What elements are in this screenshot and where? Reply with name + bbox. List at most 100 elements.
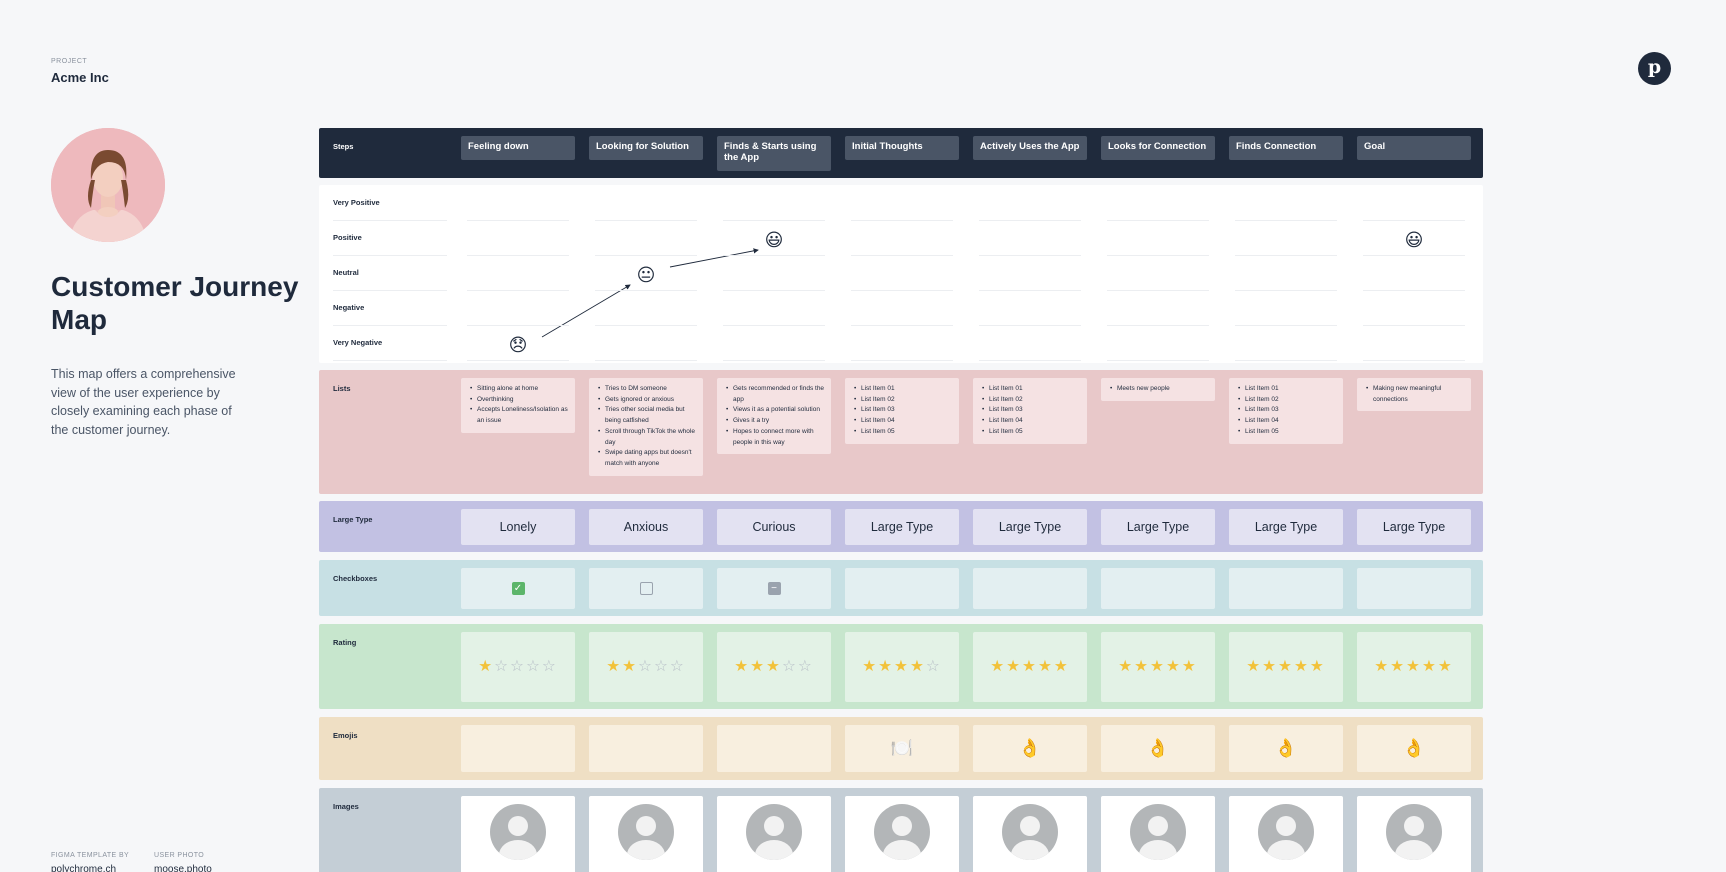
star-empty-icon[interactable]: ☆ bbox=[525, 658, 542, 675]
star-filled-icon[interactable]: ★ bbox=[990, 658, 1007, 675]
rating-card[interactable]: ★★★★★ bbox=[1357, 632, 1471, 702]
step-card[interactable]: Goal bbox=[1357, 136, 1471, 160]
large-type-card[interactable]: Curious bbox=[717, 509, 831, 545]
star-filled-icon[interactable]: ★ bbox=[1246, 658, 1263, 675]
star-empty-icon[interactable]: ☆ bbox=[541, 658, 558, 675]
rating-card[interactable]: ★★★☆☆ bbox=[717, 632, 831, 702]
large-type-card[interactable]: Anxious bbox=[589, 509, 703, 545]
star-filled-icon[interactable]: ★ bbox=[1006, 658, 1023, 675]
star-filled-icon[interactable]: ★ bbox=[1293, 658, 1310, 675]
list-item: List Item 01 bbox=[1238, 384, 1337, 395]
large-type-card[interactable]: Large Type bbox=[1229, 509, 1343, 545]
rating-card[interactable]: ★★★★★ bbox=[973, 632, 1087, 702]
emoji-card-empty[interactable] bbox=[717, 725, 831, 772]
image-card[interactable] bbox=[1229, 796, 1343, 872]
image-card[interactable] bbox=[589, 796, 703, 872]
step-card[interactable]: Looks for Connection bbox=[1101, 136, 1215, 160]
template-credit-link[interactable]: polychrome.ch bbox=[51, 864, 117, 872]
placeholder-body bbox=[1267, 840, 1305, 860]
star-filled-icon[interactable]: ★ bbox=[1037, 658, 1054, 675]
list-card[interactable]: List Item 01List Item 02List Item 03List… bbox=[1229, 378, 1343, 444]
step-card[interactable]: Finds & Starts using the App bbox=[717, 136, 831, 171]
step-card[interactable]: Looking for Solution bbox=[589, 136, 703, 160]
star-empty-icon[interactable]: ☆ bbox=[925, 658, 942, 675]
image-card[interactable] bbox=[1357, 796, 1471, 872]
star-filled-icon[interactable]: ★ bbox=[1421, 658, 1438, 675]
star-filled-icon[interactable]: ★ bbox=[894, 658, 910, 675]
star-filled-icon[interactable]: ★ bbox=[1374, 658, 1391, 675]
star-filled-icon[interactable]: ★ bbox=[862, 658, 879, 675]
emoji-card[interactable]: 🍽️ bbox=[845, 725, 959, 772]
emoji-card-empty[interactable] bbox=[589, 725, 703, 772]
image-card[interactable] bbox=[973, 796, 1087, 872]
star-filled-icon[interactable]: ★ bbox=[1165, 658, 1182, 675]
emoji-card[interactable]: 👌 bbox=[1229, 725, 1343, 772]
large-type-card[interactable]: Large Type bbox=[845, 509, 959, 545]
star-filled-icon[interactable]: ★ bbox=[1118, 658, 1135, 675]
star-filled-icon[interactable]: ★ bbox=[1278, 658, 1294, 675]
star-filled-icon[interactable]: ★ bbox=[1390, 658, 1407, 675]
star-empty-icon[interactable]: ☆ bbox=[797, 658, 814, 675]
large-type-card[interactable]: Lonely bbox=[461, 509, 575, 545]
emoji-card[interactable]: 👌 bbox=[973, 725, 1087, 772]
star-filled-icon[interactable]: ★ bbox=[1181, 658, 1198, 675]
step-card[interactable]: Actively Uses the App bbox=[973, 136, 1087, 160]
star-filled-icon[interactable]: ★ bbox=[1262, 658, 1279, 675]
list-card[interactable]: Tries to DM someoneGets ignored or anxio… bbox=[589, 378, 703, 476]
star-empty-icon[interactable]: ☆ bbox=[781, 658, 798, 675]
sentiment-grid-line bbox=[595, 255, 697, 256]
star-empty-icon[interactable]: ☆ bbox=[494, 658, 511, 675]
star-filled-icon[interactable]: ★ bbox=[1053, 658, 1070, 675]
star-filled-icon[interactable]: ★ bbox=[478, 658, 495, 675]
rating-card[interactable]: ★★★★★ bbox=[1101, 632, 1215, 702]
large-type-card[interactable]: Large Type bbox=[1101, 509, 1215, 545]
star-empty-icon[interactable]: ☆ bbox=[653, 658, 670, 675]
checkbox-unchecked[interactable] bbox=[639, 582, 653, 595]
step-card[interactable]: Finds Connection bbox=[1229, 136, 1343, 160]
rating-card[interactable]: ★★☆☆☆ bbox=[589, 632, 703, 702]
large-type-card[interactable]: Large Type bbox=[1357, 509, 1471, 545]
image-card[interactable] bbox=[461, 796, 575, 872]
star-empty-icon[interactable]: ☆ bbox=[669, 658, 686, 675]
rating-card[interactable]: ★☆☆☆☆ bbox=[461, 632, 575, 702]
step-card[interactable]: Initial Thoughts bbox=[845, 136, 959, 160]
list-card[interactable]: Gets recommended or finds the appViews i… bbox=[717, 378, 831, 455]
list-card[interactable]: Sitting alone at homeOverthinkingAccepts… bbox=[461, 378, 575, 433]
list-card[interactable]: List Item 01List Item 02List Item 03List… bbox=[973, 378, 1087, 444]
list-card[interactable]: Meets new people bbox=[1101, 378, 1215, 401]
star-filled-icon[interactable]: ★ bbox=[622, 658, 639, 675]
star-filled-icon[interactable]: ★ bbox=[1150, 658, 1166, 675]
star-filled-icon[interactable]: ★ bbox=[1309, 658, 1326, 675]
star-filled-icon[interactable]: ★ bbox=[1022, 658, 1038, 675]
step-card[interactable]: Feeling down bbox=[461, 136, 575, 160]
star-filled-icon[interactable]: ★ bbox=[606, 658, 623, 675]
rating-card[interactable]: ★★★★★ bbox=[1229, 632, 1343, 702]
star-filled-icon[interactable]: ★ bbox=[878, 658, 895, 675]
star-filled-icon[interactable]: ★ bbox=[909, 658, 926, 675]
polychrome-logo[interactable]: p bbox=[1638, 52, 1671, 85]
list-item: List Item 03 bbox=[854, 405, 953, 416]
rating-card[interactable]: ★★★★☆ bbox=[845, 632, 959, 702]
star-filled-icon[interactable]: ★ bbox=[1134, 658, 1151, 675]
star-filled-icon[interactable]: ★ bbox=[734, 658, 751, 675]
image-card[interactable] bbox=[1101, 796, 1215, 872]
emoji-card[interactable]: 👌 bbox=[1101, 725, 1215, 772]
image-card[interactable] bbox=[717, 796, 831, 872]
checkbox-checked[interactable]: ✓ bbox=[511, 582, 525, 595]
emoji-card[interactable]: 👌 bbox=[1357, 725, 1471, 772]
star-empty-icon[interactable]: ☆ bbox=[638, 658, 654, 675]
sentiment-grid-line bbox=[1363, 360, 1465, 361]
checkbox-indeterminate[interactable]: − bbox=[767, 582, 781, 595]
list-card[interactable]: List Item 01List Item 02List Item 03List… bbox=[845, 378, 959, 444]
star-filled-icon[interactable]: ★ bbox=[1437, 658, 1454, 675]
star-filled-icon[interactable]: ★ bbox=[750, 658, 767, 675]
lists-row-label: Lists bbox=[333, 384, 351, 393]
star-filled-icon[interactable]: ★ bbox=[766, 658, 782, 675]
star-filled-icon[interactable]: ★ bbox=[1406, 658, 1422, 675]
large-type-card[interactable]: Large Type bbox=[973, 509, 1087, 545]
list-card[interactable]: Making new meaningful connections bbox=[1357, 378, 1471, 412]
emoji-card-empty[interactable] bbox=[461, 725, 575, 772]
image-card[interactable] bbox=[845, 796, 959, 872]
photo-credit-link[interactable]: moose.photo bbox=[154, 864, 212, 872]
star-empty-icon[interactable]: ☆ bbox=[510, 658, 526, 675]
